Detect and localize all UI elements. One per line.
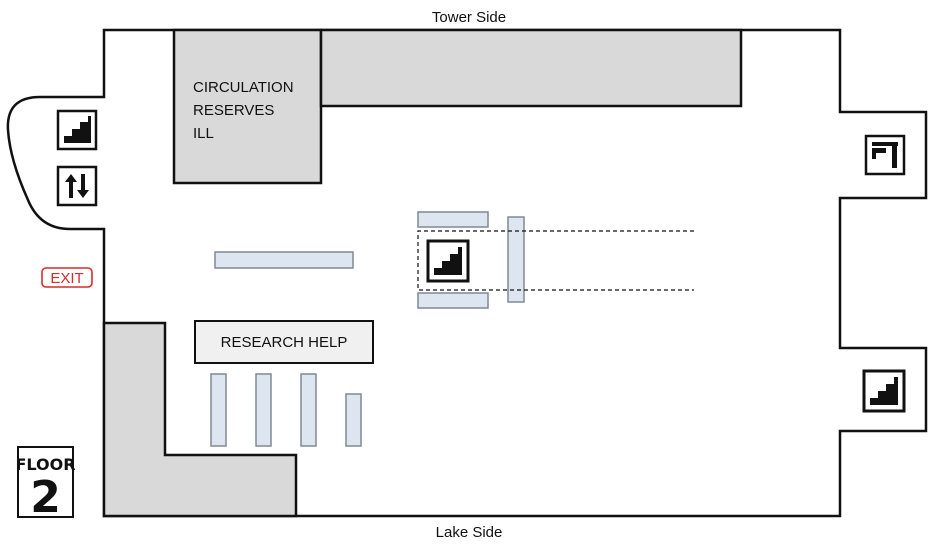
circulation-label: CIRCULATION RESERVES ILL: [193, 79, 298, 142]
tower-side-label: Tower Side: [432, 9, 506, 26]
stairs-icon: [426, 239, 470, 283]
shelf-vertical-1: [210, 373, 227, 447]
shelving: [210, 211, 525, 447]
sink-icon: [864, 134, 906, 176]
floor-number: 2: [30, 472, 61, 523]
open-stair-area: [417, 230, 694, 291]
shelf-vertical-4: [345, 393, 362, 447]
lake-side-label: Lake Side: [436, 524, 503, 541]
stairs-icon: [56, 109, 98, 151]
lower-left-room: [102, 321, 298, 518]
exit-sign: EXIT: [41, 267, 93, 288]
shelf-vertical-center: [507, 216, 525, 303]
stairs-icon: [862, 369, 906, 413]
exit-label: EXIT: [50, 270, 83, 287]
circulation-line-3: ILL: [193, 125, 214, 142]
floor-word: FLOOR: [15, 455, 75, 474]
research-help-label: RESEARCH HELP: [221, 334, 348, 351]
floor-badge: FLOOR 2: [15, 446, 76, 523]
elevator-icon: [56, 165, 98, 207]
shelf-top-center: [417, 211, 489, 228]
top-gray-room: [319, 28, 743, 108]
shelf-vertical-3: [300, 373, 317, 447]
circulation-line-2: RESERVES: [193, 102, 274, 119]
shelf-horizontal-long: [214, 251, 354, 269]
shelf-bottom-center: [417, 292, 489, 309]
circulation-line-1: CIRCULATION: [193, 79, 294, 96]
research-help-desk: [194, 320, 374, 364]
circulation-room: [172, 28, 323, 185]
shelf-vertical-2: [255, 373, 272, 447]
